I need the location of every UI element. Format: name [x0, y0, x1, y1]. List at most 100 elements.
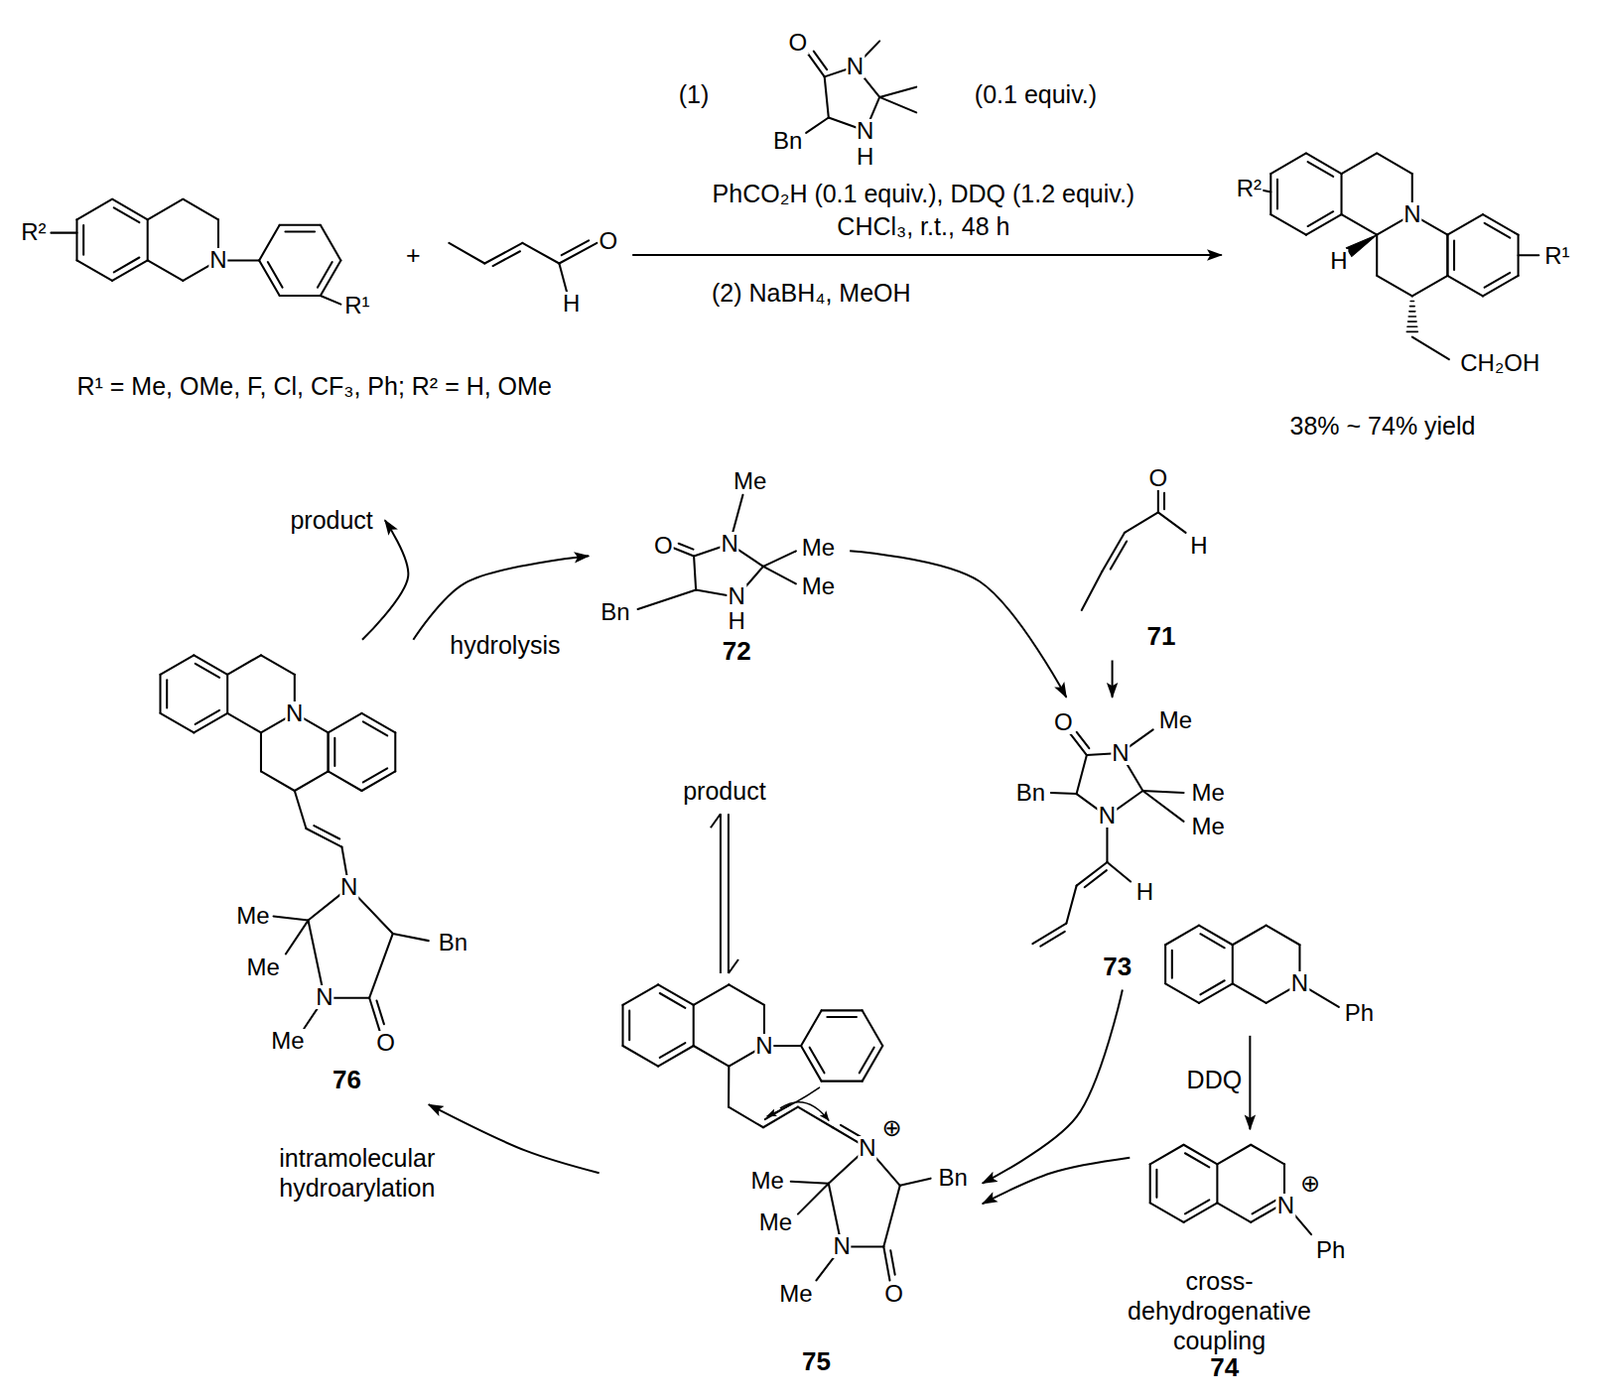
bond-line	[259, 225, 280, 262]
atom-label: O	[883, 1282, 905, 1307]
bond-line	[320, 295, 342, 305]
bond-line	[1447, 275, 1483, 297]
bond-line	[327, 732, 330, 772]
arrow-path	[412, 555, 589, 641]
atom-label: Me	[1191, 781, 1226, 805]
compound-structure: OH71	[1070, 461, 1219, 654]
bond-line	[1142, 791, 1184, 822]
bond-line	[1308, 211, 1334, 227]
bond-line	[791, 1182, 829, 1185]
reaction-arrow	[710, 813, 739, 974]
atom-label: O	[375, 1031, 397, 1056]
atom-label: N	[855, 119, 875, 143]
compound-structure: NN⊕MeMeNMeOBn75	[607, 981, 975, 1380]
bond-line	[821, 1009, 863, 1012]
bond-line	[1076, 732, 1090, 749]
bond-line	[763, 566, 797, 584]
atom-label: H	[561, 291, 581, 316]
bond-line	[363, 721, 388, 736]
bond-line	[1051, 793, 1077, 795]
bond-line	[294, 771, 329, 792]
bond-line	[1412, 337, 1450, 361]
bond-line	[1446, 235, 1449, 276]
atom-label: Bn	[772, 129, 803, 153]
bond-line	[890, 1250, 895, 1275]
bond-line	[75, 219, 78, 261]
equilibrium-arrow	[710, 813, 721, 828]
bond-line	[1250, 1145, 1285, 1166]
atom-label: Bn	[937, 1166, 969, 1191]
wedge-bond	[1345, 235, 1377, 258]
bond-line	[279, 294, 321, 297]
atom-label: H	[1135, 880, 1155, 905]
bond-line	[1410, 300, 1414, 303]
bond-line	[879, 97, 917, 113]
bond-line	[1276, 179, 1279, 210]
bond-line	[226, 674, 229, 714]
bond-line	[267, 262, 283, 288]
bond-line	[327, 732, 330, 772]
bond-line	[813, 51, 827, 71]
bond-line	[883, 1186, 900, 1248]
bond-line	[261, 655, 295, 675]
bond-line	[227, 713, 262, 734]
bond-line	[147, 260, 184, 281]
bond-line	[1341, 214, 1378, 236]
bond-line	[693, 984, 730, 1006]
atom-label: Bn	[599, 600, 631, 625]
bond-line	[728, 984, 765, 1006]
scheme-text: (1)	[678, 79, 710, 110]
bond-line	[1165, 983, 1200, 1004]
bond-line	[628, 1011, 631, 1042]
aldehyde-structure: OH	[438, 219, 625, 319]
bond-line	[114, 207, 140, 223]
bond-line	[809, 1048, 825, 1074]
compound-number: 76	[331, 1066, 363, 1093]
compound-number: 72	[721, 638, 753, 665]
atom-label: ⊕	[1299, 1172, 1322, 1197]
atom-label: H	[727, 609, 747, 634]
equilibrium-arrow	[719, 813, 722, 974]
bond-line	[1341, 152, 1378, 174]
bond-line	[558, 263, 567, 294]
electron-arrow	[780, 1102, 828, 1121]
reaction-arrow	[632, 255, 1222, 257]
compound-structure: NNMeMeNMeOBn76	[150, 648, 478, 1097]
bond-line	[50, 232, 77, 235]
bond-line	[1407, 325, 1418, 328]
atom-label: Me	[269, 1029, 305, 1054]
bond-line	[1157, 490, 1160, 514]
bond-line	[317, 262, 333, 288]
bond-line	[76, 260, 113, 281]
bond-line	[284, 230, 315, 233]
bond-line	[1185, 1153, 1209, 1168]
product-structure: R²NHR¹CH₂OH	[1229, 147, 1593, 379]
bond-line	[1410, 305, 1416, 308]
bond-line	[1270, 214, 1307, 236]
compound-number: 71	[1145, 623, 1177, 650]
bond-line	[1231, 944, 1234, 984]
bond-line	[621, 1005, 624, 1047]
bond-line	[227, 655, 262, 675]
atom-label: O	[1147, 466, 1169, 491]
atom-label: Me	[1158, 708, 1194, 733]
bond-line	[821, 1080, 863, 1083]
atom-label: Me	[778, 1282, 813, 1307]
bond-line	[693, 556, 696, 591]
bond-line	[1232, 926, 1267, 946]
bond-line	[261, 771, 295, 792]
bond-line	[1412, 275, 1449, 297]
atom-label: Me	[758, 1210, 794, 1235]
arrow-path	[982, 990, 1123, 1185]
scheme-text: 38% ~ 74% yield	[1290, 410, 1476, 441]
bond-line	[798, 1107, 833, 1129]
atom-label: Me	[732, 469, 768, 494]
atom-label: Bn	[437, 931, 469, 955]
bond-line	[862, 1010, 884, 1047]
product-label: product	[288, 508, 374, 534]
bond-line	[195, 710, 220, 725]
atom-label: N	[831, 1234, 851, 1259]
bond-line	[328, 713, 363, 734]
bond-line	[1084, 870, 1107, 888]
